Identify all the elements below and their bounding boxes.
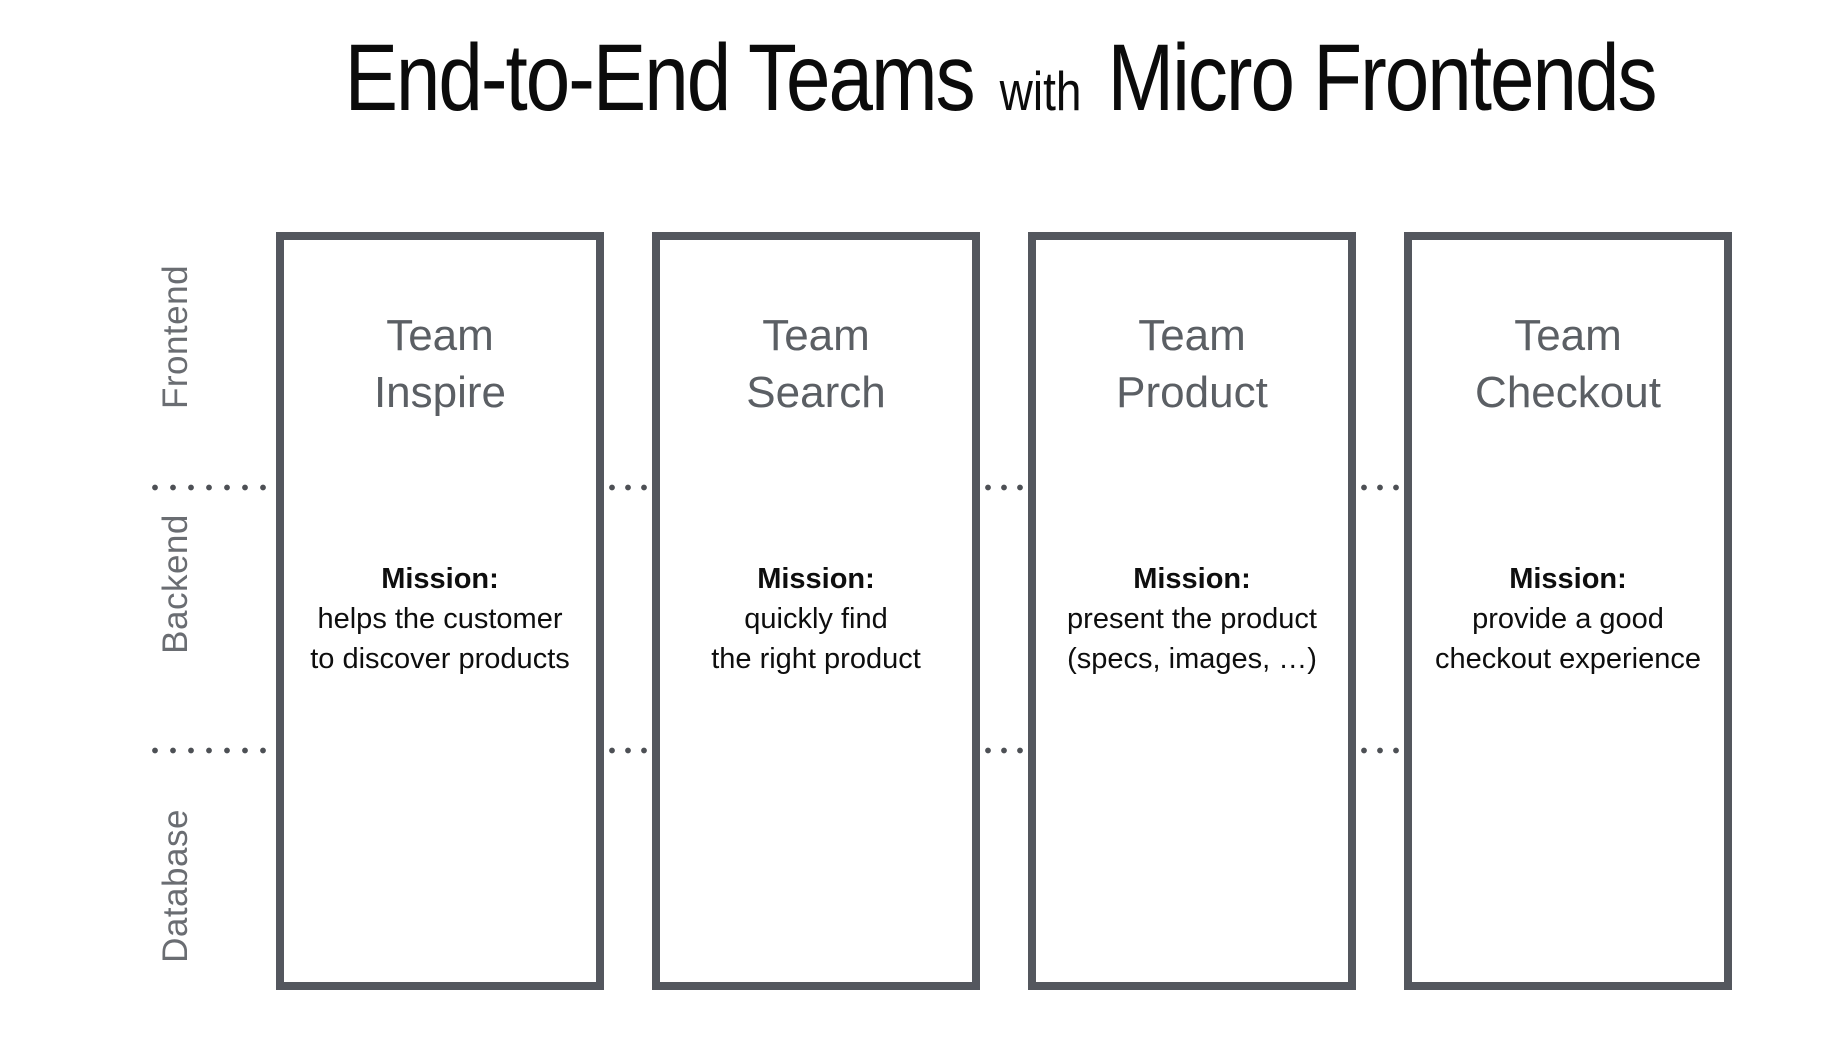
page-title: End-to-End Teams with Micro Frontends — [170, 24, 1830, 133]
frontend-zone: Team Checkout — [1412, 240, 1724, 487]
dotted-separator-backend-database-gap-2 — [980, 747, 1028, 754]
mission-label: Mission: — [381, 562, 499, 595]
backend-zone: Mission: present the product (specs, ima… — [1036, 487, 1348, 750]
title-part-connector: with — [999, 60, 1082, 123]
team-box-product: Team Product Mission: present the produc… — [1028, 232, 1356, 990]
title-part-main-left: End-to-End Teams — [344, 25, 976, 131]
mission-text: provide a good checkout experience — [1435, 602, 1701, 675]
dotted-separator-backend-database-gap-3 — [1356, 747, 1404, 754]
dotted-separator-backend-database-gap-1 — [604, 747, 652, 754]
team-name: Team Search — [746, 310, 886, 417]
frontend-zone: Team Inspire — [284, 240, 596, 487]
database-zone — [660, 750, 972, 982]
dotted-separator-frontend-backend-gap-3 — [1356, 484, 1404, 491]
layer-label-backend: Backend — [156, 514, 195, 654]
mission-text: present the product (specs, images, …) — [1067, 602, 1317, 675]
mission-label: Mission: — [1133, 562, 1251, 595]
layer-label-frontend: Frontend — [156, 264, 195, 410]
database-zone — [284, 750, 596, 982]
team-box-search: Team Search Mission: quickly find the ri… — [652, 232, 980, 990]
dotted-separator-frontend-backend-gap-1 — [604, 484, 652, 491]
team-name: Team Checkout — [1475, 310, 1661, 417]
team-name: Team Product — [1116, 310, 1268, 417]
dotted-separator-frontend-backend-gap-2 — [980, 484, 1028, 491]
team-box-inspire: Team Inspire Mission: helps the customer… — [276, 232, 604, 990]
mission-label: Mission: — [1509, 562, 1627, 595]
mission-label: Mission: — [757, 562, 875, 595]
backend-zone: Mission: quickly find the right product — [660, 487, 972, 750]
title-part-main-right: Micro Frontends — [1107, 25, 1657, 131]
backend-zone: Mission: provide a good checkout experie… — [1412, 487, 1724, 750]
layer-label-database: Database — [156, 809, 195, 963]
mission-text: quickly find the right product — [711, 602, 921, 675]
dotted-separator-backend-database-left — [146, 747, 276, 754]
database-zone — [1412, 750, 1724, 982]
dotted-separator-frontend-backend-left — [146, 484, 276, 491]
mission-text: helps the customer to discover products — [310, 602, 570, 675]
frontend-zone: Team Product — [1036, 240, 1348, 487]
team-name: Team Inspire — [373, 310, 507, 417]
frontend-zone: Team Search — [660, 240, 972, 487]
backend-zone: Mission: helps the customer to discover … — [284, 487, 596, 750]
database-zone — [1036, 750, 1348, 982]
team-box-checkout: Team Checkout Mission: provide a good ch… — [1404, 232, 1732, 990]
